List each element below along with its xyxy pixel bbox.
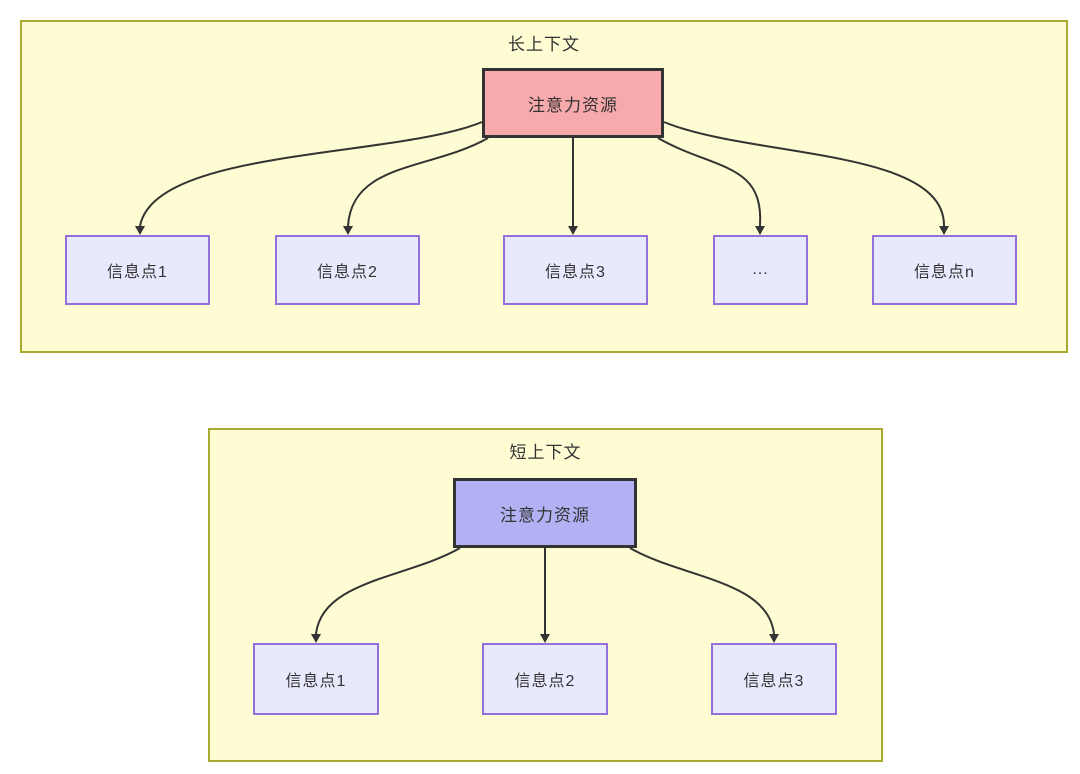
info-node-long-1: 信息点1 <box>65 235 210 305</box>
info-node-short-3: 信息点3 <box>711 643 837 715</box>
info-node-long-n: 信息点n <box>872 235 1017 305</box>
info-node-short-1: 信息点1 <box>253 643 379 715</box>
info-node-long-ellipsis: ... <box>713 235 808 305</box>
short-context-title: 短上下文 <box>509 443 582 462</box>
info-node-long-3: 信息点3 <box>503 235 648 305</box>
long-context-title: 长上下文 <box>508 35 580 54</box>
info-node-long-2: 信息点2 <box>275 235 420 305</box>
attention-resource-box-short: 注意力资源 <box>453 478 637 548</box>
info-node-short-2: 信息点2 <box>482 643 608 715</box>
attention-resource-box-long: 注意力资源 <box>482 68 664 138</box>
